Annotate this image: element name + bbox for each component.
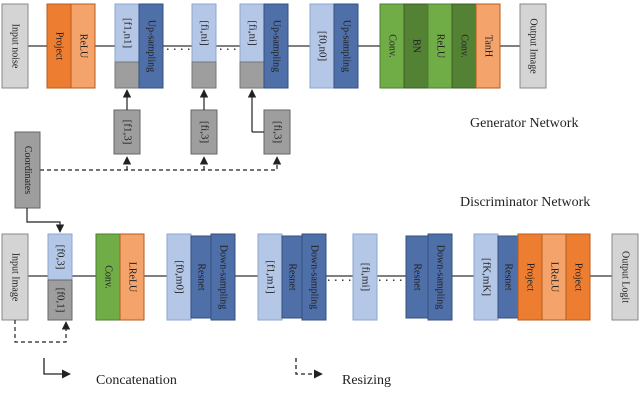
generator-conv-1-label: Conv. — [387, 34, 398, 58]
discriminator-concat-top: [f0,3] — [47, 233, 73, 281]
discriminator-feature-1: [f1,m1] — [257, 233, 283, 321]
coord-concat-arrow — [26, 208, 65, 233]
discriminator-feature-1-label: [f1,m1] — [264, 260, 276, 293]
generator-upsampling-i-label: Up-sampling — [271, 20, 282, 72]
generator-coord-3: [fi,3] — [263, 109, 291, 155]
generator-coord-3-label: [fi,3] — [271, 121, 283, 143]
discriminator-lrelu-2: LReLU — [541, 233, 567, 321]
discriminator-lrelu-2-label: LReLU — [549, 262, 560, 293]
discriminator-concat-bottom-label: [f0,1] — [54, 288, 66, 313]
generator-project-label: Project — [54, 32, 65, 61]
discriminator-project-1: Project — [517, 233, 543, 321]
generator-coord-2-label: [fi,3] — [198, 121, 210, 143]
generator-coord-1: [f1,3] — [113, 109, 141, 155]
generator-coord-1-label: [f1,3] — [121, 120, 133, 145]
generator-feature-0: [f0,n0] — [309, 3, 335, 89]
discriminator-resnet-1: Resnet — [190, 235, 212, 319]
discriminator-concat-bottom: [f0,1] — [47, 279, 73, 321]
discriminator-resnet-4-label: Resnet — [503, 263, 514, 290]
discriminator-feature-i-label: [fi,mi] — [359, 263, 371, 291]
discriminator-project-2: Project — [565, 233, 591, 321]
generator-upsampling-i: Up-sampling — [263, 3, 289, 89]
generator-feature-i-label: [fi,ni] — [198, 20, 210, 45]
generator-relu-2-label: ReLU — [435, 34, 446, 59]
generator-relu-2: ReLU — [427, 3, 453, 89]
discriminator-output-label: Output Logit — [620, 251, 631, 303]
legend-resize-arrow — [295, 358, 323, 379]
generator-output-block: Output Image — [519, 3, 547, 89]
generator-output-label: Output Image — [528, 18, 539, 74]
generator-input-block: Input noise — [1, 3, 29, 89]
coordinates-label: Coordinates — [22, 146, 33, 194]
discriminator-lrelu-label: LReLU — [127, 262, 138, 293]
discriminator-resnet-1-label: Resnet — [196, 263, 207, 290]
discriminator-concat-top-label: [f0,3] — [54, 245, 66, 270]
legend-concatenation: Concatenation — [43, 358, 177, 388]
generator-conv-2-label: Conv. — [459, 34, 470, 58]
generator-upsampling-1: Up-sampling — [138, 3, 164, 89]
discriminator-ellipsis-2: . . . . — [378, 270, 403, 285]
generator-bn-label: BN — [411, 39, 422, 53]
generator-feature-1-label: [f1,n1] — [121, 18, 133, 48]
generator-coord-2: [fi,3] — [190, 109, 218, 155]
generator-relu-block: ReLU — [70, 3, 96, 89]
discriminator-output-block: Output Logit — [611, 233, 639, 321]
generator-conv-1: Conv. — [379, 3, 405, 89]
legend-resizing: Resizing — [295, 358, 391, 388]
discriminator-project-1-label: Project — [525, 263, 536, 292]
discriminator-input-block: Input Image — [1, 233, 29, 321]
generator-project-block: Project — [46, 3, 72, 89]
discriminator-resnet-2-label: Resnet — [287, 263, 298, 290]
generator-relu-label: ReLU — [78, 34, 89, 59]
legend-concat-arrow — [43, 358, 71, 379]
discriminator-downsampling-1: Down-sampling — [210, 233, 236, 321]
legend-concat-label: Concatenation — [96, 373, 177, 388]
discriminator-ellipsis-1: . . . . — [327, 270, 352, 285]
discriminator-resnet-2: Resnet — [281, 235, 303, 319]
legend-resize-label: Resizing — [342, 373, 391, 388]
discriminator-downsampling-3: Down-sampling — [427, 233, 453, 321]
discriminator-resnet-3-label: Resnet — [412, 263, 423, 290]
generator-tanh-label: TanH — [483, 35, 494, 57]
generator-input-label: Input noise — [10, 24, 21, 69]
discriminator-feature-k: [fK,mK] — [473, 233, 499, 321]
discriminator-feature-0-label: [f0,m0] — [173, 260, 185, 293]
generator-conv-2: Conv. — [451, 3, 477, 89]
generator-feature-i2-label: [fi,ni] — [246, 20, 258, 45]
discriminator-downsampling-1-label: Down-sampling — [218, 245, 229, 309]
discriminator-resnet-3: Resnet — [405, 235, 429, 319]
generator-feature-1: [f1,n1] — [114, 3, 140, 89]
discriminator-feature-k-label: [fK,mK] — [480, 258, 492, 296]
discriminator-downsampling-2-label: Down-sampling — [309, 245, 320, 309]
discriminator-feature-i: [fi,mi] — [352, 233, 378, 321]
discriminator-input-label: Input Image — [10, 253, 21, 302]
discriminator-resnet-4: Resnet — [497, 235, 519, 319]
generator-upsampling-1-label: Up-sampling — [146, 20, 157, 72]
generator-upsampling-0: Up-sampling — [333, 3, 359, 89]
generator-bn: BN — [403, 3, 429, 89]
discriminator-downsampling-2: Down-sampling — [301, 233, 327, 321]
generator-tanh: TanH — [475, 3, 501, 89]
generator-title: Generator Network — [470, 116, 578, 131]
discriminator-project-2-label: Project — [573, 263, 584, 292]
discriminator-lrelu: LReLU — [119, 233, 145, 321]
generator-upsampling-0-label: Up-sampling — [341, 20, 352, 72]
discriminator-title: Discriminator Network — [460, 195, 590, 210]
discriminator-downsampling-3-label: Down-sampling — [435, 245, 446, 309]
generator-feature-i: [fi,ni] — [191, 3, 217, 89]
generator-feature-0-label: [f0,n0] — [316, 31, 328, 61]
generator-feature-i2: [fi,ni] — [239, 3, 265, 89]
discriminator-conv: Conv. — [95, 233, 121, 321]
discriminator-feature-0: [f0,m0] — [166, 233, 192, 321]
discriminator-resize-path — [14, 320, 71, 343]
coordinates-block: Coordinates — [14, 131, 41, 209]
resize-path-3 — [40, 156, 282, 171]
discriminator-conv-label: Conv. — [103, 265, 114, 289]
